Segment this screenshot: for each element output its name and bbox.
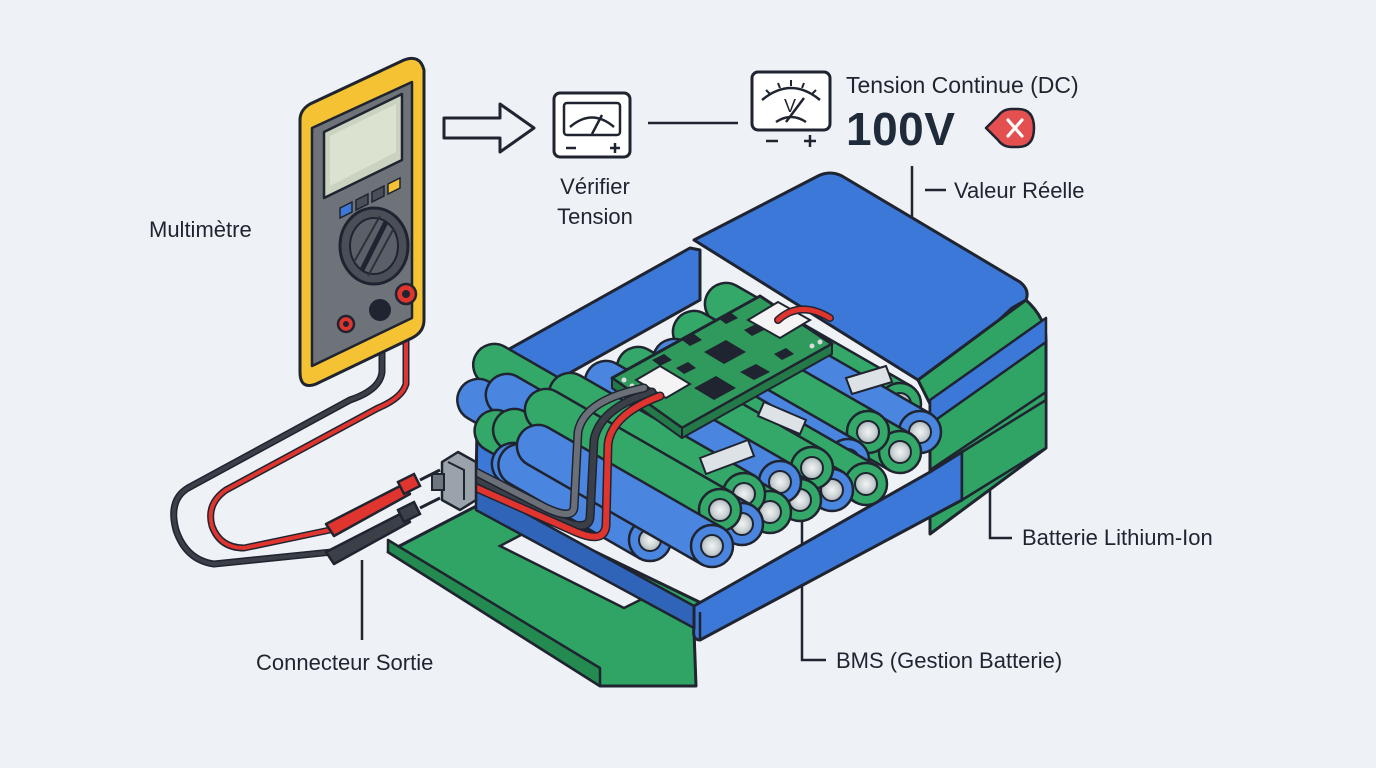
probe-black	[324, 496, 441, 566]
battery-cells	[456, 281, 943, 569]
multimeter	[298, 56, 426, 387]
label-voltage-value: 100V	[846, 103, 956, 155]
nickel-strips	[698, 364, 894, 476]
label-bms: BMS (Gestion Batterie)	[836, 648, 1063, 673]
label-dc-voltage: Tension Continue (DC)	[846, 72, 1079, 98]
output-connector	[431, 450, 478, 512]
bms-wires	[463, 305, 834, 542]
test-leads	[170, 292, 410, 568]
label-real-value: Valeur Réelle	[954, 178, 1085, 203]
label-multimeter: Multimètre	[149, 217, 252, 242]
error-x-icon	[984, 107, 1036, 149]
right-arrow-icon	[442, 102, 536, 154]
analog-voltmeter-icon	[552, 91, 632, 159]
probe-red	[324, 468, 441, 538]
battery-enclosure	[474, 171, 1048, 642]
label-check-voltage-line1: Vérifier	[560, 174, 630, 199]
label-check-voltage-line2: Tension	[557, 204, 633, 229]
label-output-connector: Connecteur Sortie	[256, 650, 434, 675]
bms-board	[610, 294, 834, 439]
voltmeter-v-icon: V	[750, 70, 832, 147]
label-battery: Batterie Lithium-Ion	[1022, 525, 1213, 550]
battery-cell	[515, 423, 735, 569]
